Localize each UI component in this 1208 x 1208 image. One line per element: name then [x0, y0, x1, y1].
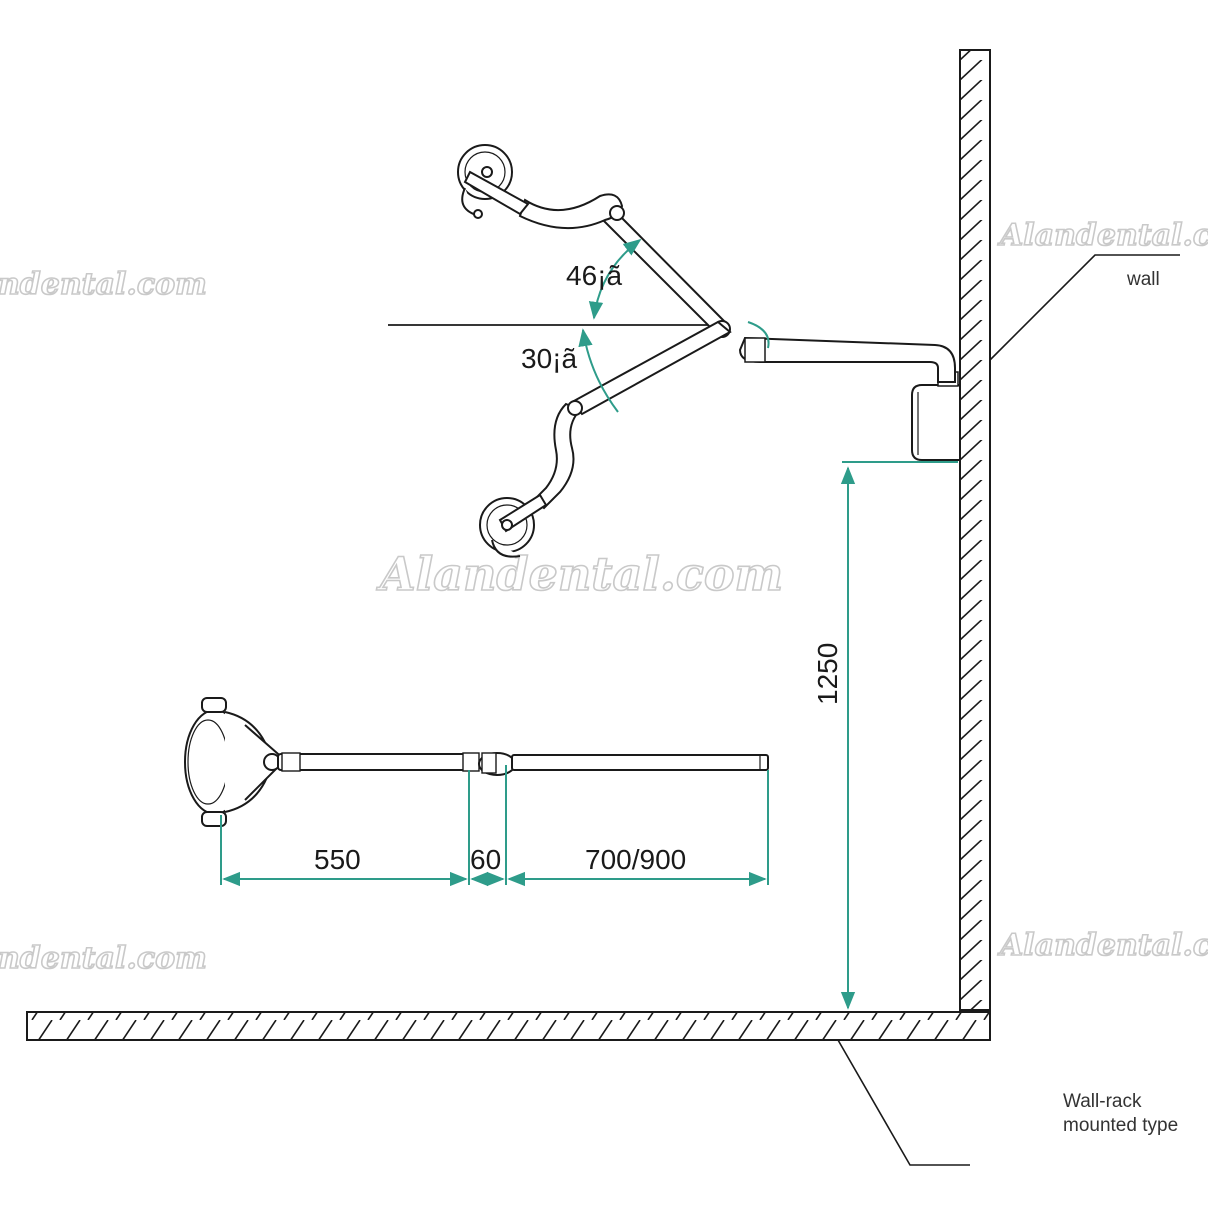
arm-a-label: 550: [314, 844, 361, 875]
wall-bracket: [911, 371, 961, 461]
wall-joint-arc: [747, 321, 770, 349]
floor: [26, 1011, 991, 1041]
watermark-right-top: Alandental.co: [997, 218, 1208, 253]
side-view-lamp-head: [184, 697, 287, 827]
mount-type-line-1: Wall-rack: [1063, 1091, 1142, 1112]
mount-height-dimension: [840, 461, 958, 1010]
upper-lamp-head: [457, 144, 530, 219]
wall-label: wall: [1126, 269, 1160, 290]
angle-up-arc: [588, 238, 642, 320]
watermark-right-bottom: Alandental.co: [997, 928, 1208, 963]
angle-up-label: 46¡ã: [566, 260, 622, 291]
lower-position-arm: [532, 320, 732, 510]
arm-b-label: 700/900: [585, 844, 686, 875]
mount-type-leader-line: [837, 1039, 970, 1166]
watermark-main: Alandental.com: [376, 547, 783, 601]
mount-height-label: 1250: [812, 643, 843, 705]
angle-down-arc: [578, 328, 619, 413]
wall-arm: [738, 336, 956, 383]
upper-position-arm: [518, 193, 731, 338]
arm-dimension-lines: [220, 765, 769, 885]
wall-leader-line: [989, 254, 1180, 361]
mount-type-label: Wall-rack mounted type: [1063, 1091, 1178, 1136]
side-view-joint: [478, 752, 516, 776]
watermark-left-bottom: ndental.com: [0, 941, 207, 976]
joint-label: 60: [470, 844, 501, 875]
wall: [959, 49, 991, 1011]
angle-down-label: 30¡ã: [521, 343, 577, 374]
watermark-left-top: ndental.com: [0, 267, 207, 302]
lower-lamp-head: [479, 493, 548, 558]
mount-type-line-2: mounted type: [1063, 1115, 1178, 1136]
side-view-arm-b: [511, 754, 769, 771]
side-view-arm-a: [277, 752, 480, 772]
